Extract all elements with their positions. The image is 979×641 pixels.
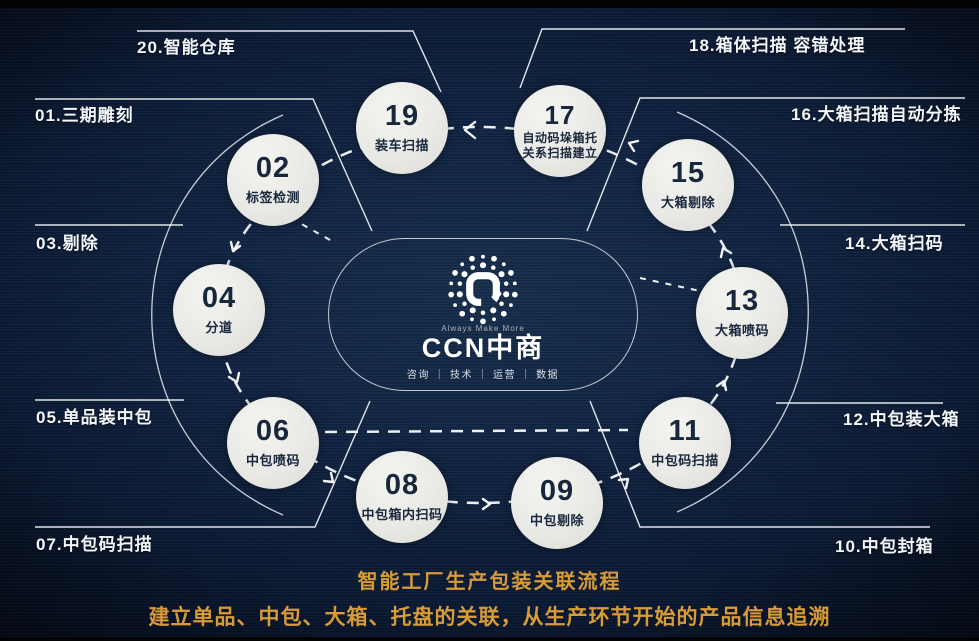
brand-services: 咨询 ｜ 技术 ｜ 运营 ｜ 数据 [406, 370, 560, 382]
process-node-11: 11 中包码扫描 [639, 397, 731, 489]
process-node-15: 15 大箱剔除 [642, 139, 734, 231]
node-number: 09 [539, 475, 575, 507]
outer-label-12: 12.中包装大箱 [843, 410, 960, 429]
bottom-letterbox-bar [0, 637, 979, 641]
node-number: 15 [670, 157, 706, 189]
outer-label-14: 14.大箱扫码 [845, 234, 944, 253]
process-node-08: 08 中包箱内扫码 [356, 451, 448, 543]
flow-arrow-icons [227, 120, 733, 511]
process-node-06: 06 中包喷码 [227, 397, 319, 489]
outer-label-05: 05.单品装中包 [36, 408, 153, 427]
brand-tagline: Always Make More [441, 324, 525, 333]
process-node-04: 04 分道 [173, 264, 265, 356]
outer-label-16: 16.大箱扫描自动分拣 [791, 105, 962, 124]
process-node-13: 13 大箱喷码 [696, 267, 788, 359]
outer-label-20: 20.智能仓库 [137, 38, 236, 57]
node-number: 06 [255, 415, 291, 447]
node-number: 11 [668, 415, 702, 447]
node-number: 17 [544, 99, 576, 130]
footer-title: 智能工厂生产包装关联流程 [357, 571, 622, 593]
node-label: 自动码垛箱托 [522, 130, 598, 145]
node-label: 大箱喷码 [714, 323, 769, 338]
process-node-19: 19 装车扫描 [356, 82, 448, 174]
ccn-logo-icon [448, 254, 518, 325]
node-label: 分道 [205, 320, 233, 335]
node-number: 19 [384, 100, 420, 132]
process-node-09: 09 中包剔除 [511, 457, 603, 549]
node-label: 中包码扫描 [651, 453, 719, 468]
node-number: 02 [255, 152, 291, 184]
footer-subtitle: 建立单品、中包、大箱、托盘的关联，从生产环节开始的产品信息追溯 [148, 606, 831, 629]
node-number: 08 [384, 469, 420, 501]
node-label: 标签检测 [245, 190, 300, 205]
node-label: 中包箱内扫码 [361, 507, 443, 522]
outer-frame-lines [35, 28, 965, 528]
center-stadium: Always Make More CCN中商 咨询 ｜ 技术 ｜ 运营 ｜ 数据 [328, 238, 638, 391]
process-node-17: 17 自动码垛箱托 关系扫描建立 [514, 85, 606, 177]
footer-caption: 智能工厂生产包装关联流程 建立单品、中包、大箱、托盘的关联，从生产环节开始的产品… [0, 565, 979, 631]
outer-label-07: 07.中包码扫描 [36, 535, 153, 554]
node-number: 04 [201, 282, 237, 314]
side-arc-lines [151, 111, 809, 516]
outer-label-10: 10.中包封箱 [835, 537, 934, 556]
node-label: 关系扫描建立 [522, 145, 598, 160]
brand-wordmark: CCN中商 [421, 333, 545, 363]
outer-label-03: 03.剔除 [36, 234, 99, 253]
outer-label-01: 01.三期雕刻 [35, 106, 134, 125]
process-node-02: 02 标签检测 [227, 134, 319, 226]
outer-label-18: 18.箱体扫描 容错处理 [689, 36, 866, 55]
node-label: 中包剔除 [529, 513, 584, 528]
node-number: 13 [724, 285, 760, 317]
node-label: 中包喷码 [245, 453, 300, 468]
top-letterbox-bar [0, 0, 979, 8]
node-label: 装车扫描 [374, 138, 429, 153]
node-label: 大箱剔除 [660, 195, 715, 210]
